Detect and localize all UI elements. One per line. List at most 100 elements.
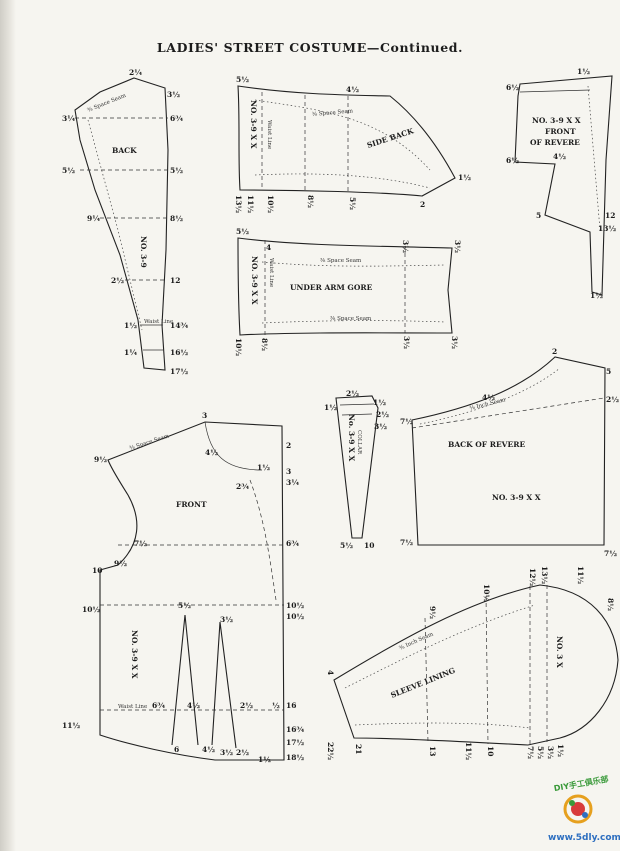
back-measure-10: 12 [170,276,180,285]
side-back-number: NO. 3-9 X X [249,100,258,149]
front-revere-measure-4: 4½ [553,152,566,161]
back-measure-13: 1¼ [124,348,137,357]
under-arm-number: NO. 3-9 X X [250,256,259,305]
collar-piece: No. 3-9 X X COLLAR 2½ 1½ 1½ 2½ 3½ 5½ 10 [324,389,389,550]
front-revere-measure-8: 1½ [590,291,603,300]
sleeve-number: NO. 3 X [555,636,564,668]
collar-measure-2: 1½ [324,403,337,412]
back-revere-measure-4: 5 [606,367,611,376]
front-measure-9: 7½ [134,539,147,548]
front-measure-4: 1½ [257,463,270,472]
front-measure-29: 16¾ [286,725,304,734]
book-binding-shadow [0,0,16,851]
back-measure-7: 9¼ [87,214,100,223]
under-arm-measure-8: 3½ [450,336,459,349]
front-revere-label-1: FRONT [545,127,576,136]
sleeve-label: SLEEVE LINING [389,666,456,700]
front-revere-number: NO. 3-9 X X [532,116,581,125]
front-measure-3: 4½ [205,448,218,457]
back-measure-11: 1½ [124,321,137,330]
front-measure-26: 3½ [220,748,233,757]
back-seam-note: ⅜ Space Seam [87,93,128,114]
under-arm-measure-6: 8½ [260,338,269,351]
front-measure-11: 10 [92,566,102,575]
sleeve-measure-1: 12½ [528,568,537,586]
front-measure-1: 3 [202,411,207,420]
under-arm-waist-line: Waist Line [268,258,274,287]
front-measure-7: 3 [286,467,291,476]
front-label: FRONT [176,500,207,509]
back-revere-measure-6: 7½ [400,538,413,547]
page-title: LADIES' STREET COSTUME—Continued. [156,40,464,55]
front-revere-piece: NO. 3-9 X X FRONT OF REVERE 1½ 6½ 6½ 4½ … [506,67,616,300]
sleeve-measure-13: 7½ [526,746,535,759]
front-measure-8: 3¼ [286,478,299,487]
front-measure-28: 1½ [258,755,271,764]
sleeve-measure-4: 10½ [482,584,491,602]
side-back-measure-4: 13½ [234,195,243,213]
under-arm-measure-5: 10½ [234,338,243,356]
back-measure-14: 16½ [170,348,188,357]
side-back-measure-3: 1½ [458,173,471,182]
back-revere-piece: BACK OF REVERE NO. 3-9 X X ⅜ Inch Seam 2… [400,347,619,558]
under-arm-measure-2: 4 [266,243,271,252]
collar-number: No. 3-9 X X [347,414,356,462]
collar-measure-7: 10 [364,541,374,550]
back-waist-line: Waist Line [144,319,173,325]
collar-measure-4: 2½ [376,410,389,419]
sleeve-measure-9: 21 [354,744,363,754]
collar-label: COLLAR [356,430,362,455]
front-measure-25: 4½ [202,745,215,754]
under-arm-gore-piece: UNDER ARM GORE NO. 3-9 X X ⅜ Space Seam … [234,227,462,356]
back-measure-9: 2½ [111,276,124,285]
back-measure-1: 2¼ [129,68,142,77]
back-piece: BACK NO. 3-9 ⅜ Space Seam Waist Line 2¼ … [62,68,188,376]
front-revere-measure-6: 12 [605,211,615,220]
sleeve-measure-5: 9½ [428,606,437,619]
sleeve-measure-16: 1½ [556,744,565,757]
front-revere-measure-7: 13½ [598,224,616,233]
collar-measure-3: 1½ [373,398,386,407]
front-measure-15: 10½ [286,601,304,610]
front-revere-measure-2: 6½ [506,83,519,92]
front-measure-18: 6¾ [152,701,165,710]
front-measure-19: 4½ [187,701,200,710]
front-measure-14: 5½ [178,601,191,610]
side-back-seam-note: ⅜ Space Seam [312,108,354,118]
under-arm-label: UNDER ARM GORE [290,283,373,292]
front-measure-21: ½ [272,701,280,710]
site-watermark: DIY手工俱乐部 www.5dly.com [548,774,620,843]
watermark-logo-text: DIY手工俱乐部 [553,775,609,793]
under-arm-measure-1: 5½ [236,227,249,236]
front-number: NO. 3-9 X X [130,630,139,679]
front-measure-10: 6¾ [286,539,299,548]
front-revere-measure-1: 1½ [577,67,590,76]
front-measure-24: 6 [174,745,179,754]
under-arm-measure-7: 3½ [402,336,411,349]
sleeve-measure-8: 22½ [326,742,335,760]
side-back-measure-8: 5½ [348,197,357,210]
sleeve-measure-2: 13½ [540,566,549,584]
front-piece: FRONT NO. 3-9 X X ⅜ Space Seam Waist Lin… [62,411,304,764]
front-measure-16: 3½ [220,615,233,624]
back-revere-measure-7: 7½ [604,549,617,558]
sleeve-seam-note: ⅜ Inch Seam [398,631,435,652]
side-back-piece: SIDE BACK NO. 3-9 X X ⅜ Space Seam Waist… [234,75,471,213]
side-back-label: SIDE BACK [366,126,415,150]
side-back-measure-6: 10½ [266,195,275,213]
back-measure-5: 5½ [62,166,75,175]
collar-measure-1: 2½ [346,389,359,398]
front-measure-13: 10½ [82,605,100,614]
front-measure-12: 9½ [114,559,127,568]
front-revere-measure-3: 6½ [506,156,519,165]
front-measure-22: 16 [286,701,296,710]
side-back-measure-2: 4½ [346,85,359,94]
side-back-measure-7: 8½ [306,195,315,208]
front-measure-20: 2½ [240,701,253,710]
front-revere-measure-5: 5 [536,211,541,220]
back-number: NO. 3-9 [139,236,148,268]
under-arm-measure-4: 3½ [453,240,462,253]
back-revere-label: BACK OF REVERE [448,440,525,449]
